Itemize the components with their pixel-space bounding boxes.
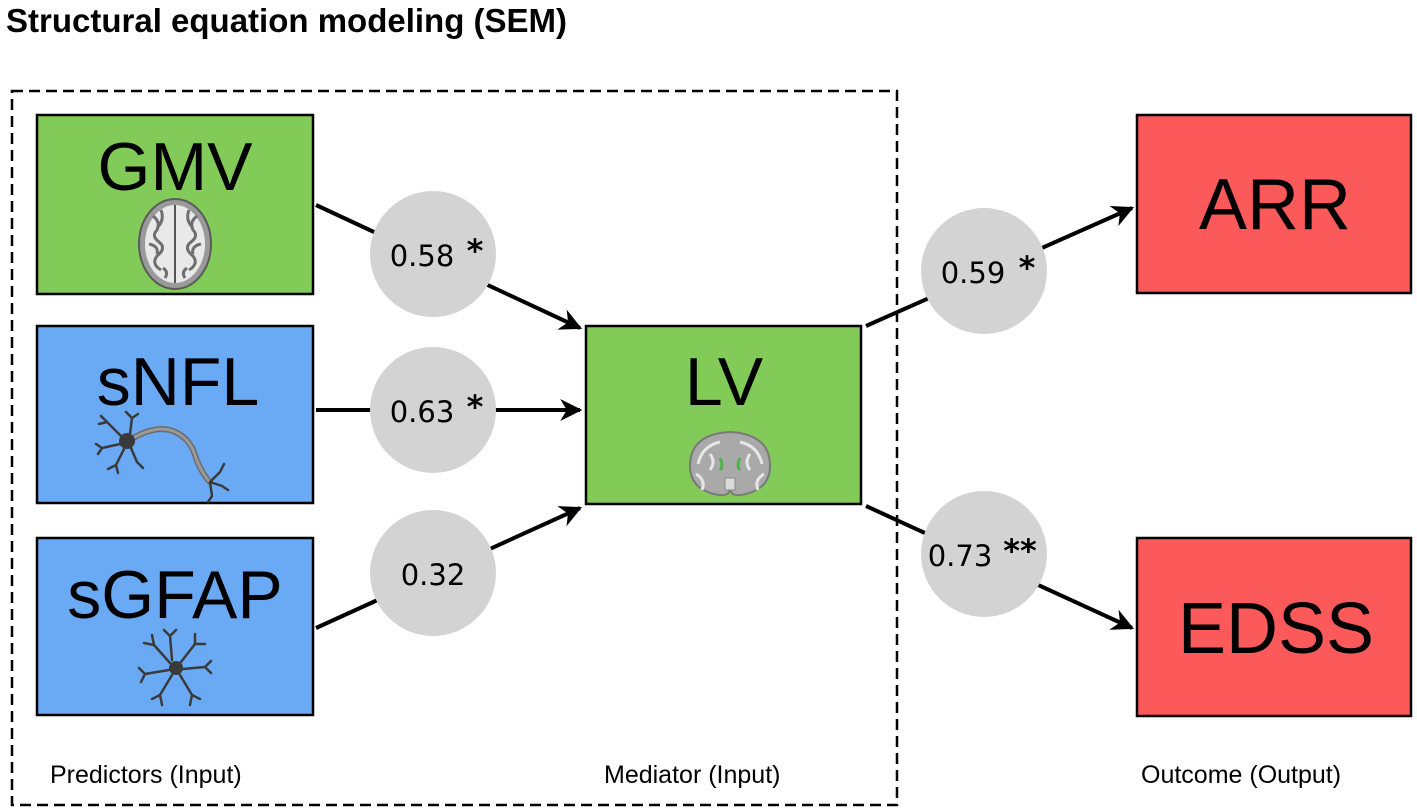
node-arr-label: ARR xyxy=(1199,165,1351,245)
node-edss: EDSS xyxy=(1135,536,1413,718)
diagram-title: Structural equation modeling (SEM) xyxy=(6,2,567,39)
node-edss-label: EDSS xyxy=(1178,589,1374,669)
node-arr-box xyxy=(1135,113,1413,295)
coef-circle xyxy=(370,347,496,473)
coef-circle xyxy=(370,510,496,636)
neuron-icon xyxy=(94,410,230,504)
node-edss-box xyxy=(1135,536,1413,718)
coef-circle xyxy=(921,208,1047,334)
coef-sgfap-lv: 0.32 xyxy=(370,510,496,636)
coef-significance: * xyxy=(467,388,484,426)
coef-lv-edss: 0.73 ** xyxy=(921,491,1047,617)
coef-significance: * xyxy=(467,232,484,270)
brain-axial-icon xyxy=(138,198,212,290)
coef-value: 0.59 xyxy=(941,256,1006,290)
node-lv-label: LV xyxy=(685,344,764,420)
coef-significance: * xyxy=(1019,249,1036,287)
section-label-mediator: Mediator (Input) xyxy=(604,761,780,789)
node-snfl-box xyxy=(35,324,315,505)
coef-value: 0.63 xyxy=(390,395,455,429)
coef-circle xyxy=(370,191,496,317)
node-snfl: sNFL xyxy=(35,324,315,505)
coef-lv-arr: 0.59 * xyxy=(921,208,1047,334)
coef-circle xyxy=(921,491,1047,617)
coef-value: 0.73 xyxy=(928,539,993,573)
node-gmv: GMV xyxy=(35,113,315,296)
input-region-border xyxy=(10,89,899,807)
node-sgfap-label: sGFAP xyxy=(67,557,282,633)
node-gmv-label: GMV xyxy=(98,129,254,205)
node-arr: ARR xyxy=(1135,113,1413,295)
node-lv: LV xyxy=(584,324,863,506)
brain-coronal-icon xyxy=(688,430,772,497)
coef-snfl-lv: 0.63 * xyxy=(370,347,496,473)
coef-gmv-lv: 0.58 * xyxy=(370,191,496,317)
coef-value: 0.32 xyxy=(401,558,466,592)
section-label-outcome: Outcome (Output) xyxy=(1141,761,1341,789)
coef-significance: ** xyxy=(1003,532,1037,570)
astrocyte-icon xyxy=(137,628,213,707)
node-snfl-label: sNFL xyxy=(97,344,259,420)
coef-value: 0.58 xyxy=(390,239,455,273)
node-sgfap-box xyxy=(35,536,315,717)
section-label-predictors: Predictors (Input) xyxy=(50,761,242,789)
node-sgfap: sGFAP xyxy=(35,536,315,717)
